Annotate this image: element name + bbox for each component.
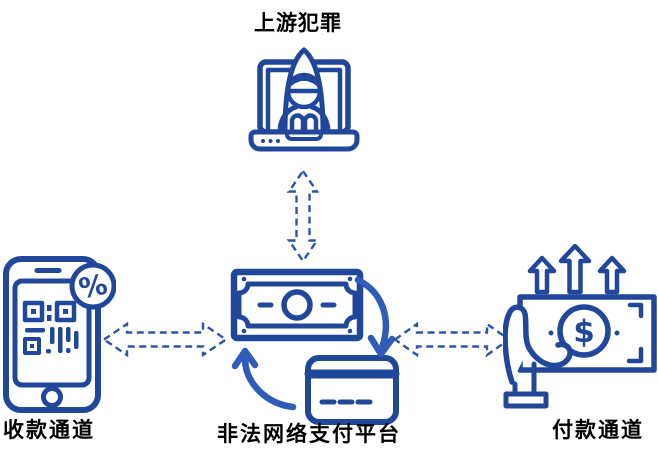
banknote [230, 268, 364, 342]
hand-money-arrows-icon: $ [503, 244, 657, 409]
hacker-laptop-icon [248, 47, 360, 152]
dollar-symbol: $ [573, 314, 595, 350]
cycle-arrow-down [354, 276, 390, 352]
label-upstream-crime: 上游犯罪 [254, 12, 342, 35]
label-illegal-payment-platform: 非法网络支付平台 [217, 423, 401, 446]
connector-center-right-double-arrow [392, 321, 512, 358]
phone-qr-percent-icon: % [3, 256, 116, 413]
label-payment-channel: 付款通道 [552, 419, 644, 442]
percent-badge: % [69, 262, 116, 310]
qr-code [22, 300, 79, 355]
money-card-cycle-icon [230, 268, 400, 425]
credit-card [304, 355, 400, 425]
connector-top-center-double-arrow [286, 168, 320, 264]
hand [503, 304, 573, 409]
connector-left-center-double-arrow [101, 321, 229, 358]
cycle-arrow-up [241, 356, 297, 411]
label-collection-channel: 收款通道 [3, 419, 95, 442]
up-arrows [527, 244, 627, 295]
percent-symbol: % [76, 267, 110, 305]
